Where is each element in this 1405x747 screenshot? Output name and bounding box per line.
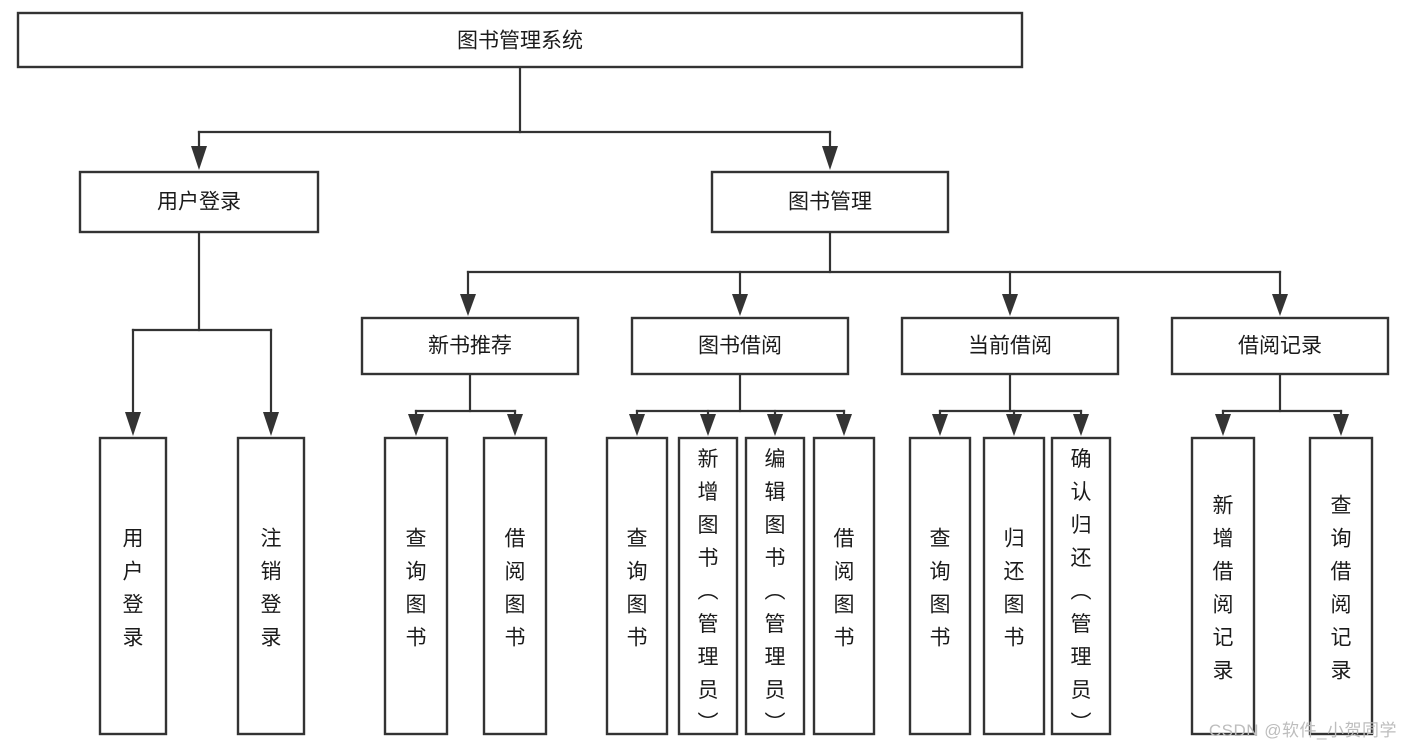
arrow-head-user-login xyxy=(191,146,207,170)
node-user-login-box[interactable] xyxy=(78,170,320,234)
node-leaf-logout-box[interactable] xyxy=(236,436,306,736)
connector-group-root xyxy=(191,65,838,170)
node-current-borrow[interactable]: 当前借阅 xyxy=(900,316,1120,376)
connector-group-borrow-record xyxy=(1215,372,1349,436)
node-root-box[interactable] xyxy=(16,11,1024,69)
node-leaf-borrow-book-1-box[interactable] xyxy=(482,436,548,736)
node-user-login[interactable]: 用户登录 xyxy=(78,170,320,234)
node-user-login-label: 用户登录 xyxy=(157,191,241,214)
connector-group-book-manage xyxy=(460,230,1288,316)
node-book-manage-label: 图书管理 xyxy=(788,191,872,214)
arrow-head-leaf-add-book xyxy=(700,414,716,436)
node-leaf-add-book-box[interactable] xyxy=(677,436,739,736)
arrow-head-leaf-return-book xyxy=(1006,414,1022,436)
node-new-book-rec-label: 新书推荐 xyxy=(428,335,512,358)
csdn-watermark: CSDN @软件_小贺同学 xyxy=(1208,721,1397,740)
node-leaf-confirm-return-box[interactable] xyxy=(1050,436,1112,736)
node-current-borrow-label: 当前借阅 xyxy=(968,335,1052,358)
node-leaf-user-login-box[interactable] xyxy=(98,436,168,736)
node-borrow-record[interactable]: 借阅记录 xyxy=(1170,316,1390,376)
arrow-head-borrow-record xyxy=(1272,294,1288,316)
leaf-nodes-group xyxy=(98,436,1374,736)
arrow-head-leaf-query-book-3 xyxy=(932,414,948,436)
node-leaf-query-book-1-box[interactable] xyxy=(383,436,449,736)
node-leaf-edit-book-label: 编辑图书︵管理员︶ xyxy=(765,448,786,735)
arrow-head-leaf-logout xyxy=(263,412,279,436)
leaf-text-layer: 用户登录 注销登录 查询图书 借阅图书 查询图书 新增图书︵管理员︶ 编辑图书︵管理员︶ 借阅… xyxy=(123,448,1352,735)
arrow-head-leaf-borrow-book-1 xyxy=(507,414,523,436)
node-new-book-rec-box[interactable] xyxy=(360,316,580,376)
node-leaf-add-book-label: 新增图书︵管理员︶ xyxy=(698,448,719,735)
arrow-head-leaf-edit-book xyxy=(767,414,783,436)
arrow-head-leaf-user-login xyxy=(125,412,141,436)
node-leaf-confirm-return-label: 确认归还︵管理员︶ xyxy=(1071,448,1092,735)
arrow-head-current-borrow xyxy=(1002,294,1018,316)
node-leaf-query-book-2-label: 查询图书 xyxy=(627,528,648,650)
node-book-manage[interactable]: 图书管理 xyxy=(710,170,950,234)
arrow-head-book-manage xyxy=(822,146,838,170)
connector-group-book-borrow xyxy=(629,372,852,436)
node-borrow-record-box[interactable] xyxy=(1170,316,1390,376)
node-current-borrow-box[interactable] xyxy=(900,316,1120,376)
node-leaf-query-record-box[interactable] xyxy=(1308,436,1374,736)
node-leaf-user-login-label: 用户登录 xyxy=(123,528,144,650)
node-leaf-borrow-book-2-label: 借阅图书 xyxy=(834,528,855,650)
node-book-borrow-label: 图书借阅 xyxy=(698,335,782,358)
arrow-head-leaf-query-book-1 xyxy=(408,414,424,436)
node-leaf-query-book-3-label: 查询图书 xyxy=(930,528,951,650)
connector-group-new-book-rec xyxy=(408,372,523,436)
node-borrow-record-label: 借阅记录 xyxy=(1238,335,1322,358)
node-root-label: 图书管理系统 xyxy=(457,30,583,53)
node-leaf-borrow-book-2-box[interactable] xyxy=(812,436,876,736)
arrow-head-leaf-query-record xyxy=(1333,414,1349,436)
arrow-head-leaf-confirm-return xyxy=(1073,414,1089,436)
node-leaf-query-book-2-box[interactable] xyxy=(605,436,669,736)
node-leaf-add-record-box[interactable] xyxy=(1190,436,1256,736)
node-book-borrow[interactable]: 图书借阅 xyxy=(630,316,850,376)
connector-group-user-login xyxy=(125,230,279,436)
node-root[interactable]: 图书管理系统 xyxy=(16,11,1024,69)
node-leaf-return-book-label: 归还图书 xyxy=(1004,528,1025,650)
node-new-book-rec[interactable]: 新书推荐 xyxy=(360,316,580,376)
arrow-head-leaf-borrow-book-2 xyxy=(836,414,852,436)
node-leaf-return-book-box[interactable] xyxy=(982,436,1046,736)
node-book-borrow-box[interactable] xyxy=(630,316,850,376)
node-leaf-edit-book-box[interactable] xyxy=(744,436,806,736)
node-leaf-add-record-label: 新增借阅记录 xyxy=(1213,495,1234,683)
arrow-head-book-borrow xyxy=(732,294,748,316)
node-book-manage-box[interactable] xyxy=(710,170,950,234)
node-leaf-borrow-book-1-label: 借阅图书 xyxy=(505,528,526,650)
arrow-head-leaf-query-book-2 xyxy=(629,414,645,436)
arrow-head-leaf-add-record xyxy=(1215,414,1231,436)
connector-group-current-borrow xyxy=(932,372,1089,436)
arrow-head-new-book-rec xyxy=(460,294,476,316)
node-leaf-query-book-3-box[interactable] xyxy=(908,436,972,736)
node-leaf-query-book-1-label: 查询图书 xyxy=(406,528,427,650)
node-leaf-query-record-label: 查询借阅记录 xyxy=(1331,495,1352,683)
node-leaf-logout-label: 注销登录 xyxy=(261,528,282,650)
